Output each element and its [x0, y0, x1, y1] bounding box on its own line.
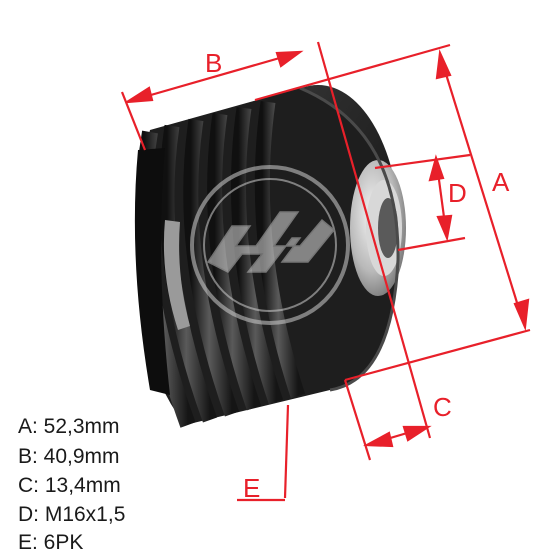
logo-ring-inner	[203, 178, 337, 312]
logo-ring-outer	[190, 165, 350, 325]
dimension-label-d: D	[448, 178, 467, 208]
a-arrow-bottom	[513, 298, 530, 332]
spec-e: E: 6PK	[18, 531, 84, 554]
dimension-label-a: A	[492, 167, 510, 197]
b-dimension-line	[129, 51, 298, 103]
a-arrow-top	[435, 48, 452, 80]
dimension-label-c: C	[433, 392, 452, 422]
a-dimension-line	[439, 57, 525, 323]
d-arrow-bottom	[436, 214, 453, 242]
e-extension	[283, 404, 290, 499]
spec-c: C: 13,4mm	[18, 474, 121, 497]
logo-mark	[206, 211, 336, 273]
front-reference-line	[316, 41, 432, 439]
spec-a: A: 52,3mm	[18, 415, 120, 438]
b-arrow-left	[126, 86, 154, 104]
back-flange	[134, 148, 170, 395]
d-arrow-top	[428, 154, 445, 182]
d-extension-top	[374, 153, 471, 170]
c-extension-left	[343, 379, 372, 461]
b-arrow-right	[275, 50, 304, 68]
front-rim	[299, 86, 400, 392]
spec-b: B: 40,9mm	[18, 445, 120, 468]
spec-d: D: M16x1,5	[18, 503, 126, 526]
b-extension-left	[120, 91, 147, 151]
dimension-lines	[120, 41, 531, 502]
a-extension-top	[254, 43, 451, 102]
logo-watermark-icon	[190, 165, 350, 325]
c-arrow-left	[362, 431, 394, 448]
hub-bore	[378, 198, 398, 258]
dimension-label-e: E	[243, 473, 260, 503]
c-arrow-right	[402, 425, 432, 442]
a-extension-bottom	[344, 328, 531, 382]
d-extension-bottom	[397, 236, 466, 252]
dimension-label-b: B	[205, 48, 222, 78]
back-bearing	[163, 220, 190, 330]
